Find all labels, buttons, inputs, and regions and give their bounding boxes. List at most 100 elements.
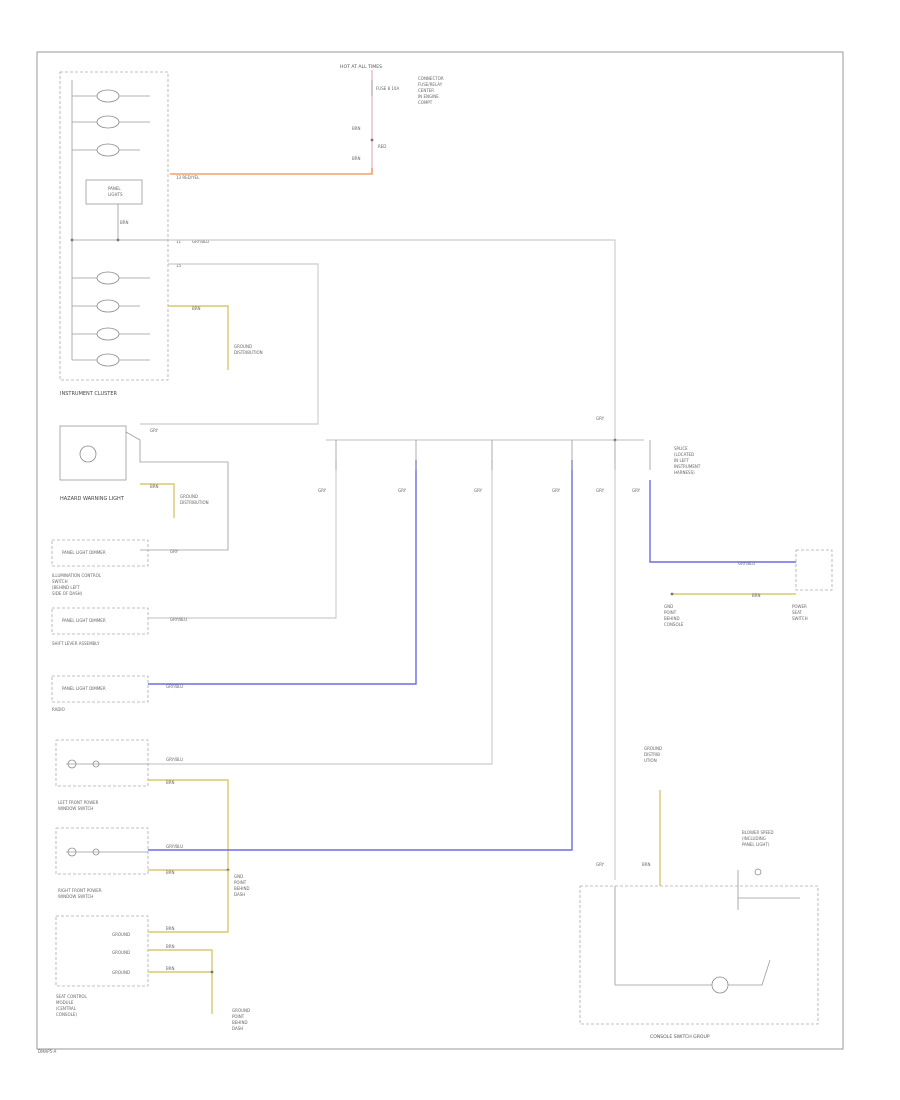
svg-text:GRY: GRY bbox=[596, 416, 605, 421]
splice-bus: GRY GRY GRY GRY GRY GRY GRY SPLICE (LOCA… bbox=[318, 416, 701, 880]
svg-text:MODULE: MODULE bbox=[56, 1000, 74, 1005]
svg-text:WINDOW SWITCH: WINDOW SWITCH bbox=[58, 894, 93, 899]
svg-text:BRN: BRN bbox=[166, 780, 175, 785]
svg-text:DISTRIB: DISTRIB bbox=[644, 752, 660, 757]
svg-text:GRY/BLU: GRY/BLU bbox=[166, 844, 183, 849]
lamp-icon bbox=[96, 327, 120, 341]
power-seat-switch: GRY/BLU BRN GND POINT BEHIND CONSOLE POW… bbox=[649, 480, 833, 627]
instrument-cluster: PANEL LIGHTS BRN 11 GRY/BLU 15 BRN GROUN… bbox=[59, 71, 616, 440]
svg-text:CONSOLE: CONSOLE bbox=[664, 622, 684, 627]
svg-text:WINDOW SWITCH: WINDOW SWITCH bbox=[58, 806, 93, 811]
svg-text:RED: RED bbox=[378, 144, 386, 149]
lamp-icon bbox=[96, 89, 120, 103]
svg-text:BRN: BRN bbox=[120, 220, 129, 225]
svg-text:IN LEFT: IN LEFT bbox=[674, 458, 689, 463]
svg-text:BRN: BRN bbox=[642, 862, 651, 867]
svg-text:GRY: GRY bbox=[596, 862, 605, 867]
svg-text:BRN: BRN bbox=[166, 870, 175, 875]
svg-text:BRN: BRN bbox=[150, 484, 159, 489]
illumination-control-switch: PANEL LIGHT DIMMER GRY ILLUMINATION CONT… bbox=[51, 539, 179, 596]
svg-text:SPLICE: SPLICE bbox=[674, 446, 688, 451]
svg-text:GROUND: GROUND bbox=[112, 932, 130, 937]
svg-text:RIGHT FRONT POWER: RIGHT FRONT POWER bbox=[58, 888, 102, 893]
svg-text:GRY: GRY bbox=[474, 488, 483, 493]
radio-label: RADIO bbox=[52, 707, 65, 712]
instrument-cluster-frame bbox=[59, 71, 169, 381]
svg-text:BRN: BRN bbox=[166, 944, 175, 949]
diagram-frame bbox=[36, 51, 844, 1050]
svg-text:SIDE OF DASH): SIDE OF DASH) bbox=[52, 591, 83, 596]
svg-text:LIGHTS: LIGHTS bbox=[108, 192, 123, 197]
svg-text:PANEL LIGHT DIMMER: PANEL LIGHT DIMMER bbox=[62, 618, 106, 623]
svg-text:FUSE/RELAY: FUSE/RELAY bbox=[418, 82, 443, 87]
lamp-icon bbox=[96, 143, 120, 157]
svg-text:POWER: POWER bbox=[792, 604, 807, 609]
panel-lights-dimmer bbox=[85, 179, 143, 205]
svg-text:BRN: BRN bbox=[166, 926, 175, 931]
svg-text:11: 11 bbox=[176, 239, 182, 244]
svg-text:GRY: GRY bbox=[596, 488, 605, 493]
svg-text:GROUND: GROUND bbox=[180, 494, 198, 499]
power-seat-ground-ref: GND POINT BEHIND CONSOLE bbox=[664, 604, 684, 627]
left-front-window-switch: GRY/BLU BRN LEFT FRONT POWER WINDOW SWIT… bbox=[55, 460, 493, 870]
svg-text:HARNESS): HARNESS) bbox=[674, 470, 695, 475]
lamp-icon bbox=[96, 299, 120, 313]
svg-text:BLOWER SPEED: BLOWER SPEED bbox=[742, 830, 774, 835]
fuse-hot-label: HOT AT ALL TIMES bbox=[340, 64, 382, 70]
radio: PANEL LIGHT DIMMER GRY/BLU RADIO bbox=[51, 460, 417, 712]
fuse-section: HOT AT ALL TIMES FUSE 8 10A CONNECTOR FU… bbox=[170, 64, 444, 180]
svg-text:(LOCATED: (LOCATED bbox=[674, 452, 694, 457]
cluster-lamps-top bbox=[72, 89, 150, 157]
svg-text:GROUND: GROUND bbox=[232, 1008, 250, 1013]
svg-text:PANEL LIGHT): PANEL LIGHT) bbox=[742, 842, 770, 847]
svg-text:GROUND: GROUND bbox=[644, 746, 662, 751]
svg-text:DISTRIBUTION: DISTRIBUTION bbox=[180, 500, 209, 505]
svg-text:CONNECTOR: CONNECTOR bbox=[418, 76, 444, 81]
svg-text:BEHIND: BEHIND bbox=[234, 886, 250, 891]
diagram-code: DMAP5-A bbox=[38, 1049, 57, 1054]
cluster-ground-ref: GROUND DISTRIBUTION bbox=[234, 344, 263, 355]
svg-text:(BEHIND LEFT: (BEHIND LEFT bbox=[52, 585, 80, 590]
svg-text:GRY/BLU: GRY/BLU bbox=[192, 239, 209, 244]
splice-label: SPLICE (LOCATED IN LEFT INSTRUMENT HARNE… bbox=[674, 446, 701, 475]
svg-text:PANEL: PANEL bbox=[108, 186, 121, 191]
svg-text:POINT: POINT bbox=[232, 1014, 245, 1019]
svg-text:PANEL LIGHT DIMMER: PANEL LIGHT DIMMER bbox=[62, 686, 106, 691]
svg-text:SEAT: SEAT bbox=[792, 610, 802, 615]
console-lamp-icon bbox=[711, 976, 729, 994]
lamp-icon bbox=[96, 115, 120, 129]
shift-lever-label: SHIFT LEVER ASSEMBLY bbox=[52, 641, 100, 646]
svg-text:GND: GND bbox=[234, 874, 243, 879]
seat-control-label: SEAT CONTROL MODULE (CENTRAL CONSOLE) bbox=[56, 994, 88, 1017]
svg-text:BEHIND: BEHIND bbox=[232, 1020, 248, 1025]
hazard-label: HAZARD WARNING LIGHT bbox=[60, 496, 125, 502]
hazard-warning-light: GRY BRN GROUND DISTRIBUTION HAZARD WARNI… bbox=[59, 425, 229, 551]
svg-text:BRN: BRN bbox=[166, 966, 175, 971]
svg-text:GROUND: GROUND bbox=[112, 970, 130, 975]
svg-text:(INCLUDING: (INCLUDING bbox=[742, 836, 766, 841]
console-switch-group: GROUND DISTRIB UTION BRN GRY BLOWER SPEE… bbox=[579, 746, 819, 1040]
console-ground-ref: GROUND DISTRIB UTION bbox=[644, 746, 662, 763]
svg-text:INSTRUMENT: INSTRUMENT bbox=[674, 464, 701, 469]
fuse-name: FUSE 8 10A bbox=[376, 86, 399, 91]
shift-lever-assembly: PANEL LIGHT DIMMER GRY/BLU SHIFT LEVER A… bbox=[51, 460, 337, 646]
svg-text:GRY/BLU: GRY/BLU bbox=[166, 757, 183, 762]
svg-text:LEFT FRONT POWER: LEFT FRONT POWER bbox=[58, 800, 99, 805]
svg-text:ILLUMINATION CONTROL: ILLUMINATION CONTROL bbox=[52, 573, 102, 578]
cluster-pin-15: 15 bbox=[176, 263, 182, 268]
cluster-lamps-bottom bbox=[72, 271, 150, 367]
instrument-cluster-label: INSTRUMENT CLUSTER bbox=[60, 391, 118, 397]
svg-text:SWITCH: SWITCH bbox=[792, 616, 808, 621]
svg-text:GND: GND bbox=[664, 604, 673, 609]
right-front-window-switch: GRY/BLU BRN GND POINT BEHIND DASH RIGHT … bbox=[55, 460, 573, 899]
svg-text:BRN: BRN bbox=[192, 306, 201, 311]
svg-text:BRN: BRN bbox=[352, 156, 361, 161]
svg-text:GROUND: GROUND bbox=[234, 344, 252, 349]
svg-text:SWITCH: SWITCH bbox=[52, 579, 68, 584]
svg-text:UTION: UTION bbox=[644, 758, 657, 763]
right-window-ground-ref: GND POINT BEHIND DASH bbox=[234, 874, 250, 897]
svg-text:GRY: GRY bbox=[398, 488, 407, 493]
svg-text:POINT: POINT bbox=[234, 880, 247, 885]
power-seat-label: POWER SEAT SWITCH bbox=[792, 604, 808, 621]
